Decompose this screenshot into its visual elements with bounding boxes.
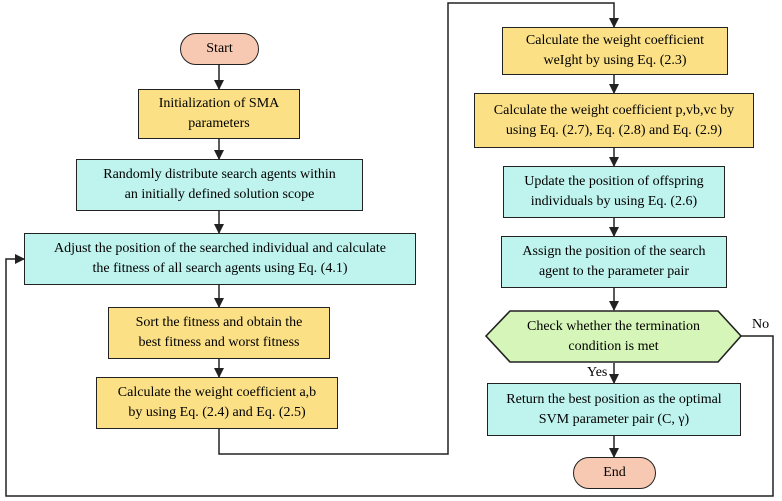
calc-pvbvc-line-2: using Eq. (2.7), Eq. (2.8) and Eq. (2.9) — [505, 122, 723, 138]
calc-weight-line-2: weIght by using Eq. (2.3) — [543, 53, 687, 68]
yes-label: Yes — [587, 365, 608, 380]
start-node: Start — [180, 33, 259, 65]
end-node: End — [573, 457, 656, 489]
calc-pvbvc-line-1: Calculate the weight coefficient p,vb,vc… — [493, 102, 735, 118]
connector-no-loop — [5, 254, 774, 497]
assign-line-1: Assign the position of the search — [522, 244, 706, 259]
sort-line-1: Sort the fitness and obtain the — [135, 315, 303, 330]
update-line-1: Update the position of offspring — [524, 174, 704, 189]
init-node: Initialization of SMA parameters — [138, 89, 300, 139]
randomly-node: Randomly distribute search agents within… — [76, 159, 363, 211]
sort-node: Sort the fitness and obtain the best fit… — [108, 307, 330, 359]
adjust-line-2: the fitness of all search agents using E… — [92, 261, 348, 276]
calc-weight-line-1: Calculate the weight coefficient — [525, 33, 705, 48]
randomly-line-1: Randomly distribute search agents within — [103, 167, 336, 182]
assign-node: Assign the position of the search agent … — [501, 236, 727, 288]
randomly-line-2: an initially defined solution scope — [124, 187, 315, 202]
init-line-2: parameters — [188, 116, 250, 131]
adjust-line-1: Adjust the position of the searched indi… — [53, 241, 386, 256]
calc-weight-node: Calculate the weight coefficient weIght … — [502, 27, 728, 75]
sort-line-2: best fitness and worst fitness — [138, 335, 300, 350]
update-node: Update the position of offspring individ… — [503, 166, 725, 218]
return-best-node: Return the best position as the optimal … — [487, 383, 741, 436]
connector-left-to-right — [218, 2, 619, 455]
check-line-2: condition is met — [568, 338, 659, 354]
return-best-line-1: Return the best position as the optimal — [506, 391, 722, 407]
calc-ab-node: Calculate the weight coefficient a,b by … — [96, 377, 338, 429]
update-line-2: individuals by using Eq. (2.6) — [530, 194, 698, 209]
decision-check-shape — [484, 310, 743, 363]
init-line-1: Initialization of SMA — [158, 96, 280, 111]
start-label: Start — [206, 41, 233, 56]
no-label: No — [752, 317, 770, 332]
check-decision: Check whether the termination condition … — [486, 311, 741, 362]
assign-line-2: agent to the parameter pair — [538, 264, 690, 279]
return-best-line-2: SVM parameter pair (C, γ) — [538, 411, 690, 427]
check-line-1: Check whether the termination — [527, 318, 700, 334]
calc-ab-line-1: Calculate the weight coefficient a,b — [117, 385, 317, 400]
adjust-node: Adjust the position of the searched indi… — [24, 233, 416, 285]
calc-pvbvc-node: Calculate the weight coefficient p,vb,vc… — [474, 93, 754, 148]
end-label: End — [603, 465, 626, 480]
calc-ab-line-2: by using Eq. (2.4) and Eq. (2.5) — [128, 405, 306, 420]
